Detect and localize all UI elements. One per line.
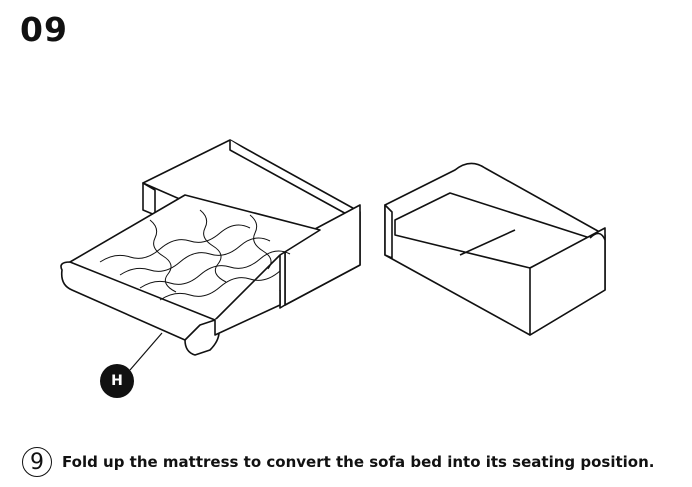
instruction-index: 9 [22, 447, 52, 477]
callout-h: H [100, 364, 134, 398]
step-number: 09 [20, 10, 68, 49]
open-sofa-bed [60, 139, 361, 371]
instruction-text: Fold up the mattress to convert the sofa… [62, 453, 655, 471]
closed-sofa [384, 162, 606, 336]
instruction: 9 Fold up the mattress to convert the so… [22, 447, 654, 477]
